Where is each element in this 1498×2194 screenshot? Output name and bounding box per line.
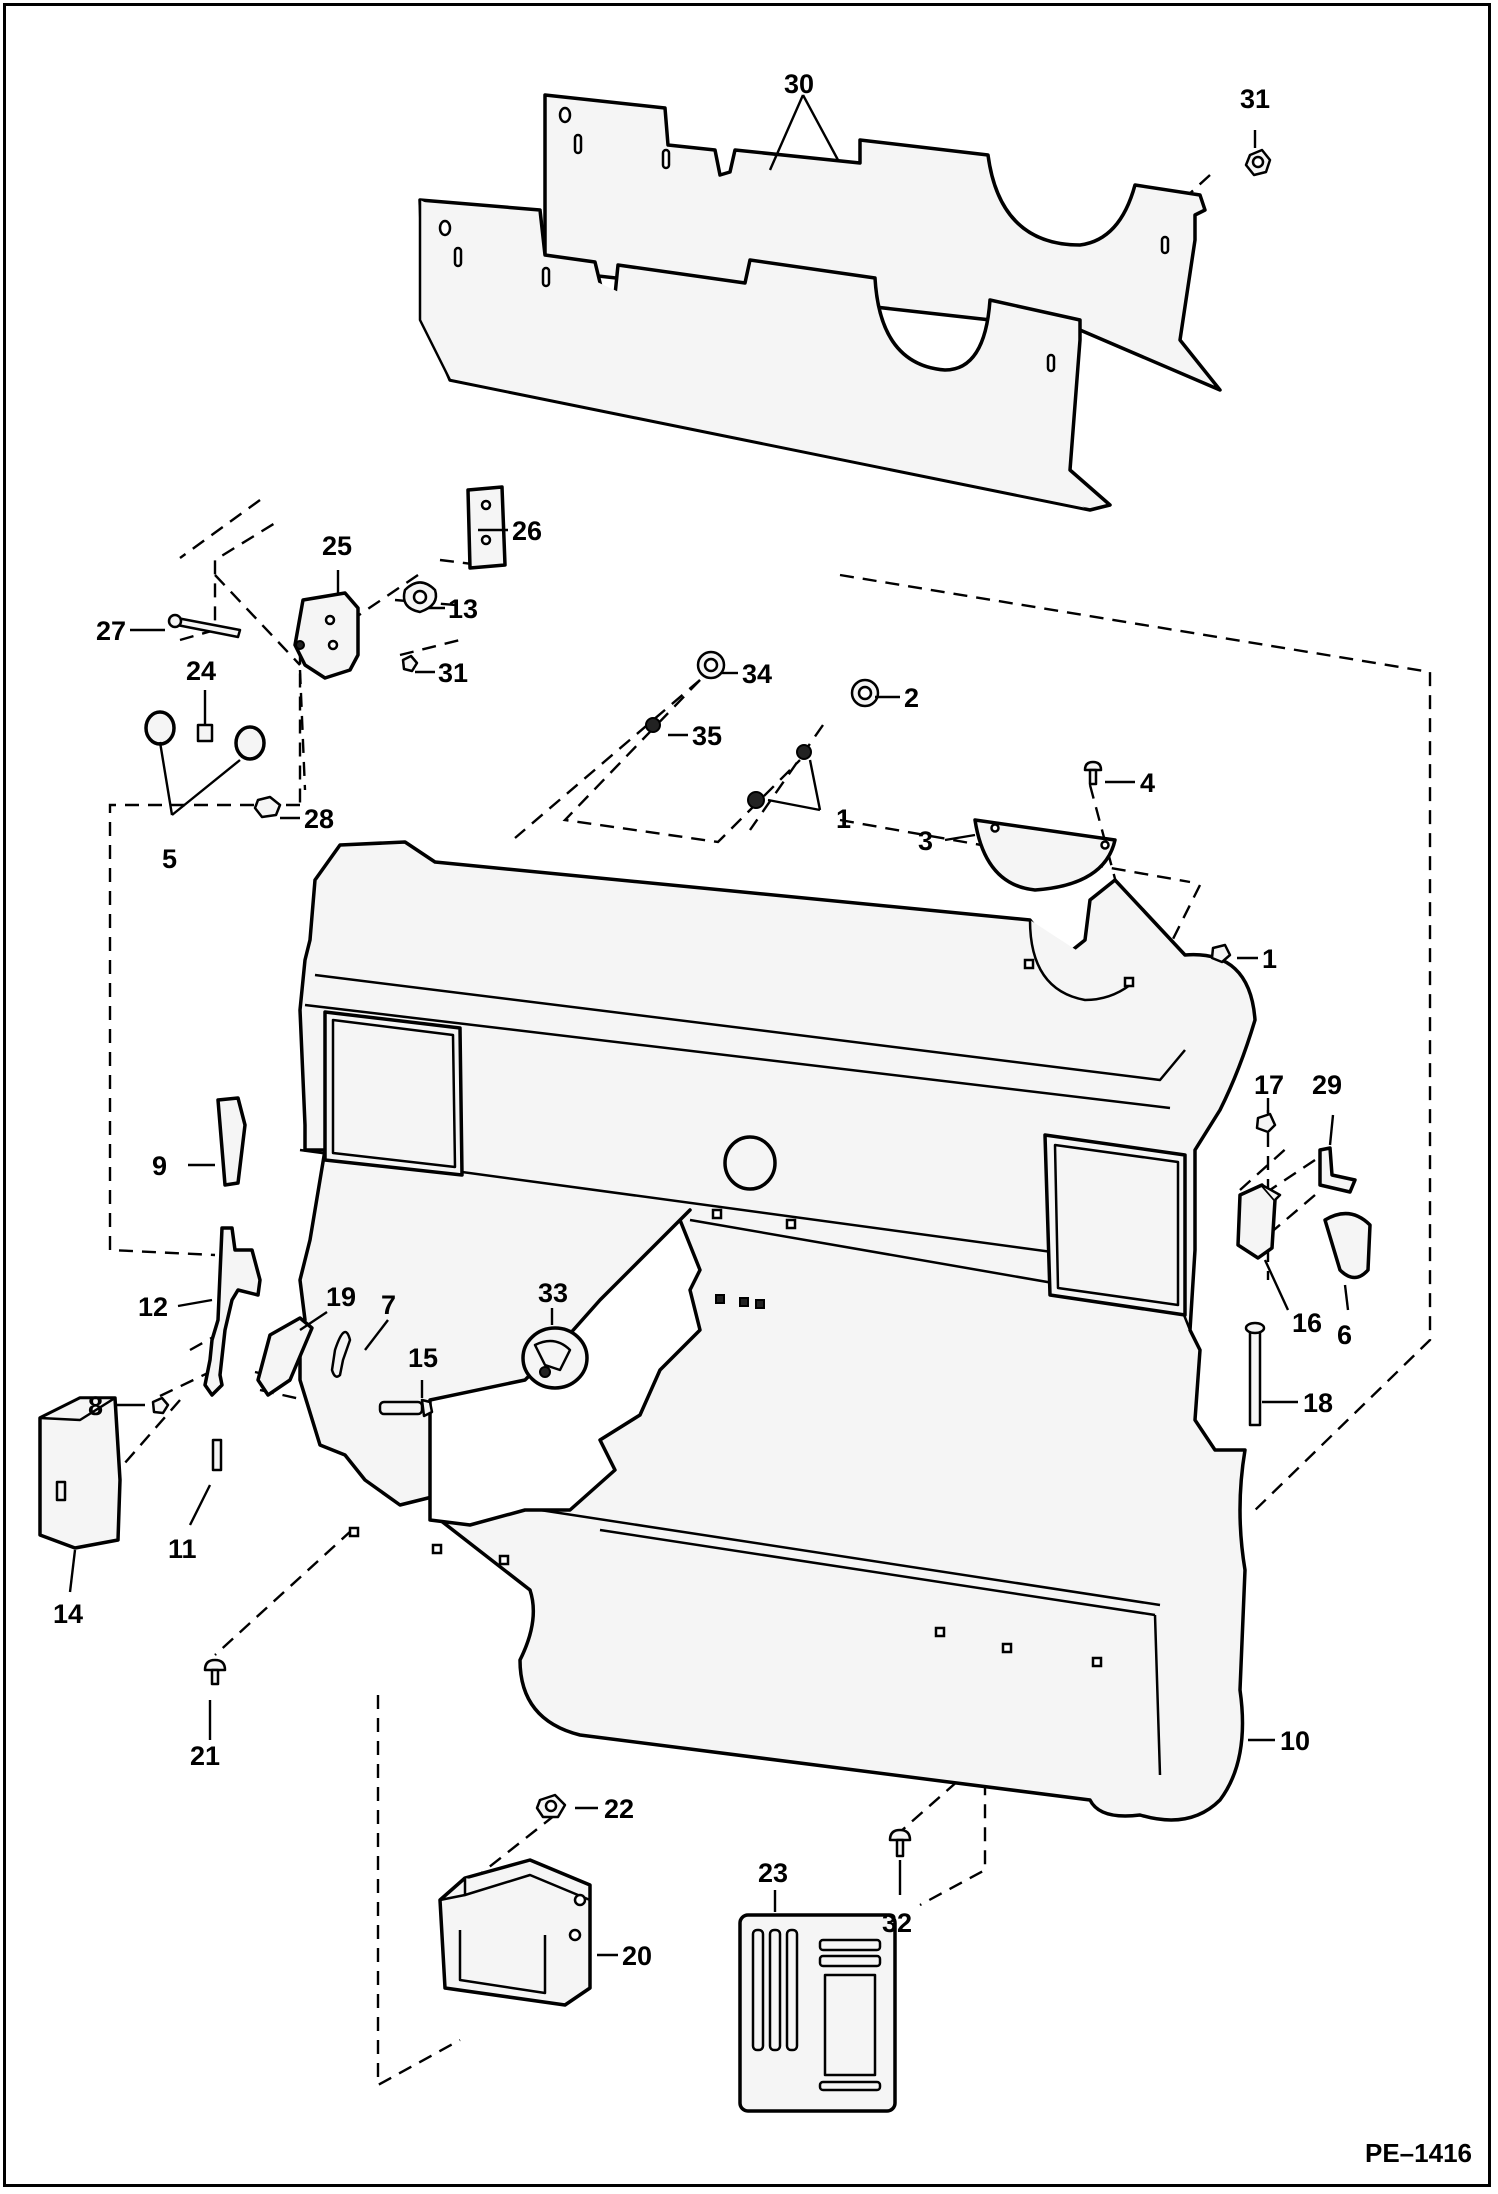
- callout-4: 4: [1140, 768, 1155, 798]
- part-30-plates: [418, 93, 1222, 512]
- figure-code: PE–1416: [1365, 2138, 1472, 2168]
- hardware-bottom: [203, 1658, 912, 1858]
- callout-1-left: 1: [836, 804, 851, 834]
- callout-5: 5: [162, 844, 177, 874]
- callout-6: 6: [1337, 1320, 1352, 1350]
- callout-11: 11: [168, 1534, 197, 1564]
- callout-12: 12: [138, 1292, 168, 1322]
- callout-23: 23: [758, 1858, 788, 1888]
- part-3-cover: [973, 818, 1117, 892]
- part-20-box: [438, 1858, 592, 2007]
- callout-15: 15: [408, 1343, 438, 1373]
- callout-29: 29: [1312, 1070, 1342, 1100]
- callout-35: 35: [692, 721, 722, 751]
- leader-lines: [68, 94, 1350, 1957]
- callout-19: 19: [326, 1282, 356, 1312]
- callout-26: 26: [512, 516, 542, 546]
- callout-34: 34: [742, 659, 772, 689]
- callout-22: 22: [604, 1794, 634, 1824]
- callout-16: 16: [1292, 1308, 1322, 1338]
- callout-21: 21: [190, 1741, 220, 1771]
- callout-3: 3: [918, 826, 933, 856]
- callout-1-right: 1: [1262, 944, 1277, 974]
- callout-14: 14: [53, 1599, 83, 1629]
- callout-8: 8: [88, 1391, 103, 1421]
- callout-25: 25: [322, 531, 352, 561]
- part-23-decal: [738, 1913, 897, 2113]
- hinge-assembly: [144, 485, 507, 819]
- callout-27: 27: [96, 616, 126, 646]
- latch-assembly: [38, 1096, 434, 1550]
- callout-33: 33: [538, 1278, 568, 1308]
- part-33-knob: [521, 1326, 589, 1390]
- callout-13: 13: [448, 594, 478, 624]
- callout-10: 10: [1280, 1726, 1310, 1756]
- callout-18: 18: [1303, 1388, 1333, 1418]
- diagram-border: [3, 3, 1491, 2187]
- hardware-top: [645, 148, 1272, 964]
- callout-7: 7: [381, 1290, 396, 1320]
- callout-20: 20: [622, 1941, 652, 1971]
- callout-labels: 30 31 26 25 13 27 31 24 5 28 34 2 35 1 4…: [53, 69, 1472, 2168]
- callout-2: 2: [904, 683, 919, 713]
- callout-24: 24: [186, 656, 216, 686]
- callout-32: 32: [882, 1908, 912, 1938]
- callout-17: 17: [1254, 1070, 1284, 1100]
- callout-31-hinge: 31: [438, 658, 468, 688]
- callout-9: 9: [152, 1151, 167, 1181]
- callout-31-top: 31: [1240, 84, 1270, 114]
- part-10-panel: [298, 840, 1257, 1822]
- callout-30: 30: [784, 69, 814, 99]
- right-bracket-assembly: [1236, 1112, 1372, 1427]
- callout-28: 28: [304, 804, 334, 834]
